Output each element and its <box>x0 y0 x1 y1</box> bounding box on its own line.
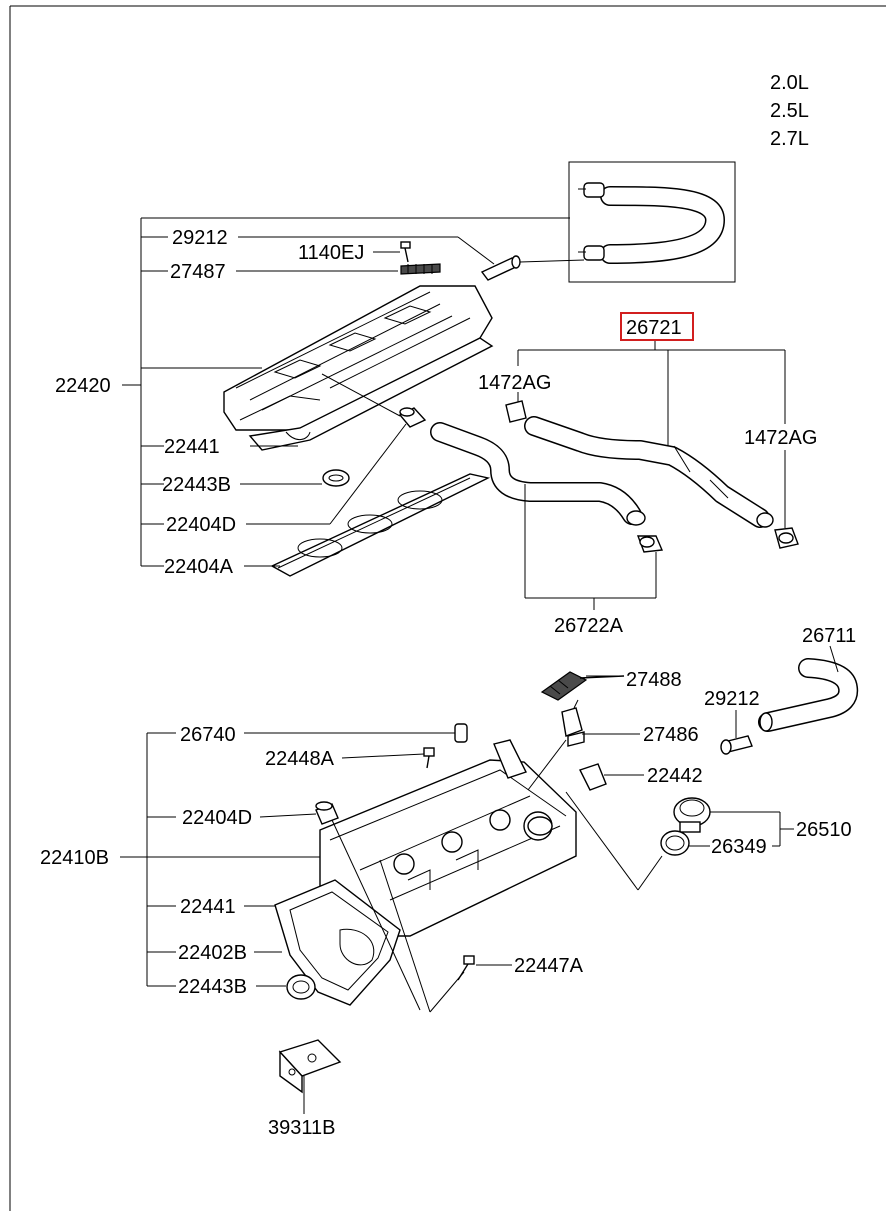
spark-plug-tube-bottom <box>315 801 339 825</box>
breather-hose-26711 <box>758 658 859 732</box>
label-22420[interactable]: 22420 <box>55 375 111 397</box>
label-22441-top[interactable]: 22441 <box>164 436 220 458</box>
label-27486[interactable]: 27486 <box>643 724 699 746</box>
bolt-22448a <box>423 747 435 769</box>
label-22410b[interactable]: 22410B <box>40 847 109 869</box>
lower-rocker-cover <box>319 739 577 937</box>
seal-ring-bottom <box>286 974 316 1000</box>
label-26711[interactable]: 26711 <box>802 625 856 647</box>
label-22442[interactable]: 22442 <box>647 765 703 787</box>
label-22404d-bottom[interactable]: 22404D <box>182 807 252 829</box>
label-27487[interactable]: 27487 <box>170 261 226 283</box>
ventilation-hose-26722a <box>430 422 664 553</box>
label-22443b-bottom[interactable]: 22443B <box>178 976 247 998</box>
label-26510[interactable]: 26510 <box>796 819 852 841</box>
top-leader-lines <box>122 217 786 610</box>
bolts-1140ej <box>400 241 441 275</box>
page-frame <box>9 5 886 1211</box>
pin-26740 <box>454 723 468 743</box>
engine-variant-2: 2.5L <box>770 100 809 122</box>
highlight-26721-box <box>620 312 694 341</box>
label-22404d-top[interactable]: 22404D <box>166 514 236 536</box>
spark-plug-tube-top <box>398 407 427 428</box>
engine-variants: 2.0L 2.5L 2.7L <box>770 72 809 150</box>
label-26721[interactable]: 26721 <box>626 317 682 339</box>
seal-ring-top <box>322 469 350 487</box>
fitting-27486 <box>561 699 585 747</box>
engine-variant-1: 2.0L <box>770 72 809 94</box>
label-22448a[interactable]: 22448A <box>265 748 335 770</box>
label-26349[interactable]: 26349 <box>711 836 767 858</box>
label-22443b-top[interactable]: 22443B <box>162 474 231 496</box>
bolt-29212-bottom <box>720 735 753 755</box>
label-26740[interactable]: 26740 <box>180 724 236 746</box>
label-1140ej[interactable]: 1140EJ <box>298 242 364 264</box>
valve-cover-plate <box>270 473 491 577</box>
label-22404a[interactable]: 22404A <box>164 556 234 578</box>
label-39311b[interactable]: 39311B <box>268 1117 335 1139</box>
label-1472ag-right[interactable]: 1472AG <box>744 427 817 449</box>
bracket-39311b <box>278 1039 342 1094</box>
cap-22442 <box>579 763 607 791</box>
label-22402b[interactable]: 22402B <box>178 942 247 964</box>
engine-variant-3: 2.7L <box>770 128 809 150</box>
part-labels: 29212 1140EJ 27487 22420 22441 22443B 22… <box>40 227 856 1139</box>
ventilation-hose-26721 <box>505 400 799 549</box>
breather-connector-top <box>480 255 585 281</box>
label-1472ag-left[interactable]: 1472AG <box>478 372 551 394</box>
label-29212-top[interactable]: 29212 <box>172 227 228 249</box>
label-27488[interactable]: 27488 <box>626 669 682 691</box>
lower-cover-gasket <box>274 879 401 1006</box>
label-22447a[interactable]: 22447A <box>514 955 584 977</box>
bottom-leader-lines <box>120 645 839 1114</box>
upper-cover-gasket <box>248 337 494 451</box>
label-22441-bottom[interactable]: 22441 <box>180 896 236 918</box>
breather-hose-inset <box>568 161 736 283</box>
label-26722a[interactable]: 26722A <box>554 615 624 637</box>
label-29212-bottom[interactable]: 29212 <box>704 688 760 710</box>
